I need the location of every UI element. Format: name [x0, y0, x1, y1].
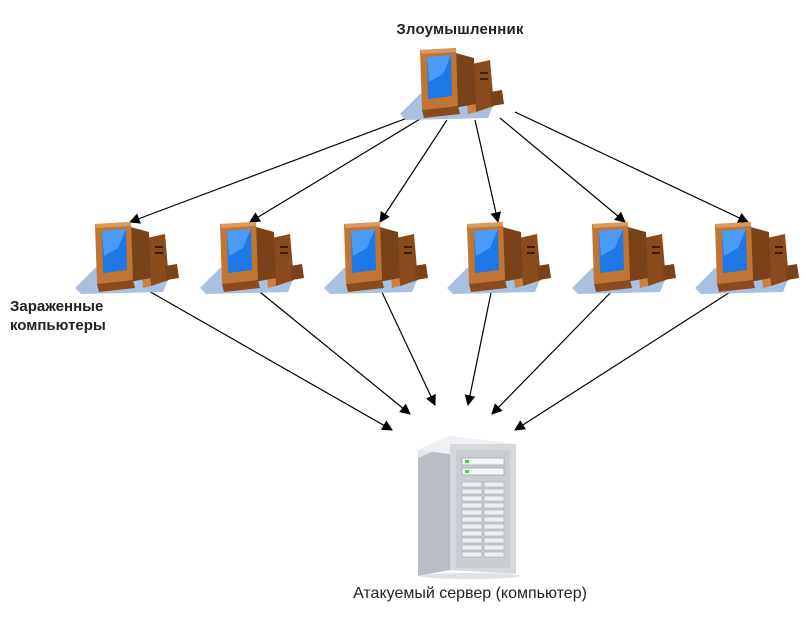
- arrow-attacker-to-pc5: [499, 117, 626, 223]
- arrow-pc6-to-server: [514, 286, 739, 431]
- arrow-attacker-to-pc6: [514, 111, 749, 223]
- server-tower-icon: [418, 436, 520, 579]
- attacker-label: Злоумышленник: [396, 21, 524, 38]
- arrow-attacker-to-pc2: [249, 115, 426, 223]
- arrow-attacker-to-pc4: [474, 119, 502, 224]
- arrow-pc5-to-server: [491, 287, 616, 415]
- infected-computer-5-icon: [572, 222, 676, 294]
- infected-computer-6-icon: [695, 222, 799, 294]
- infected-computer-1-icon: [75, 222, 179, 294]
- arrow-attacker-to-pc3: [379, 119, 448, 223]
- infected-computer-2-icon: [200, 222, 304, 294]
- infected-computer-4-icon: [447, 222, 551, 294]
- infected-label-line-1: Зараженные: [10, 298, 104, 315]
- infected-computer-3-icon: [324, 222, 428, 294]
- server-label: Атакуемый сервер (компьютер): [353, 585, 587, 602]
- infected-label-line-2: компьютеры: [10, 317, 106, 334]
- attacker-computer-icon: [400, 48, 504, 120]
- arrow-pc2-to-server: [254, 287, 411, 415]
- arrow-pc4-to-server: [464, 287, 493, 407]
- arrow-pc1-to-server: [139, 285, 393, 431]
- arrow-pc3-to-server: [379, 287, 436, 406]
- arrow-attacker-to-pc1: [128, 113, 419, 224]
- infected-computers-label: Зараженные компьютеры: [10, 297, 160, 335]
